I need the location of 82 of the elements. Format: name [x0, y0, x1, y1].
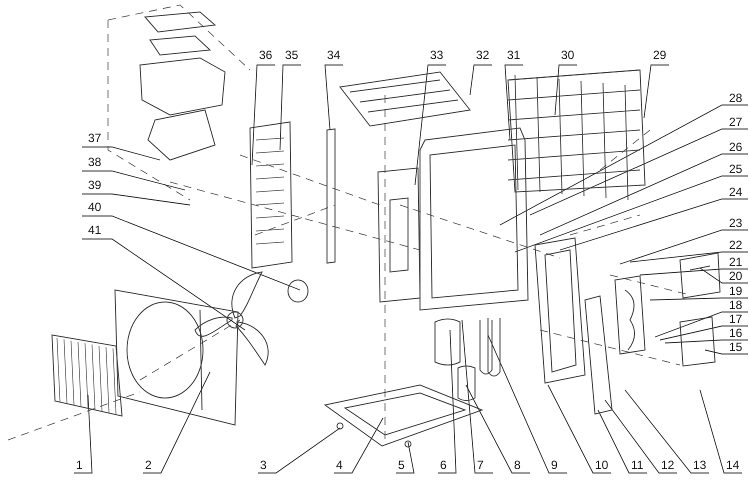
leader-line — [664, 340, 748, 344]
leader-line — [554, 64, 578, 116]
callout-number: 3 — [260, 460, 267, 471]
callout-number: 36 — [259, 50, 272, 61]
leader-line — [700, 390, 742, 474]
callout-number: 24 — [729, 187, 742, 198]
callout-number: 37 — [88, 133, 102, 144]
callout-number: 7 — [477, 460, 484, 471]
leader-line — [504, 64, 524, 140]
leader-line — [82, 194, 190, 206]
leader-line — [82, 216, 300, 290]
callout-number: 26 — [729, 142, 742, 153]
leader-line — [82, 146, 160, 160]
leader-line — [620, 230, 748, 264]
leader-line — [640, 268, 748, 276]
callout-number: 5 — [398, 460, 405, 471]
leader-line — [704, 350, 748, 354]
callout-number: 20 — [729, 271, 742, 282]
leader-line — [540, 154, 748, 236]
callout-number: 32 — [476, 50, 490, 61]
callout-number: 2 — [145, 460, 152, 471]
callout-number: 15 — [729, 342, 742, 353]
leader-line — [466, 384, 530, 474]
leader-line — [514, 176, 748, 252]
leader-line — [488, 334, 568, 474]
callout-number: 35 — [285, 50, 298, 61]
leader-line — [414, 64, 446, 186]
callout-number: 8 — [514, 460, 521, 471]
leader-line — [660, 326, 748, 340]
callout-number: 21 — [729, 257, 742, 268]
callout-number: 17 — [729, 314, 742, 325]
leader-line — [252, 64, 276, 166]
callout-number: 31 — [507, 50, 520, 61]
callout-number: 34 — [327, 50, 340, 61]
leader-line — [644, 64, 670, 118]
callout-number: 25 — [729, 164, 742, 175]
leader-line — [82, 170, 186, 190]
leader-line — [624, 390, 710, 474]
callout-number: 10 — [595, 460, 608, 471]
leader-line — [324, 64, 344, 130]
callout-number: 6 — [440, 460, 447, 471]
leader-line — [470, 64, 492, 96]
callout-number: 1 — [76, 460, 83, 471]
callout-number: 22 — [729, 240, 742, 251]
leader-line — [604, 400, 678, 474]
callout-number: 27 — [729, 117, 742, 128]
leader-line — [334, 418, 384, 474]
callout-number: 11 — [631, 460, 644, 471]
leader-line — [500, 104, 748, 226]
leader-line — [462, 320, 494, 474]
callout-number: 40 — [88, 202, 102, 213]
leader-line — [396, 442, 415, 474]
leader-line — [82, 238, 246, 330]
callout-number: 29 — [653, 50, 666, 61]
leader-line — [530, 128, 748, 216]
callout-number: 19 — [729, 286, 742, 297]
leader-line — [560, 198, 748, 250]
leader-line — [598, 410, 648, 474]
callout-number: 39 — [88, 180, 102, 191]
callout-number: 23 — [729, 218, 742, 229]
callout-number: 12 — [661, 460, 674, 471]
leader-line — [280, 64, 302, 150]
leader-line — [438, 330, 456, 474]
callout-number: 14 — [726, 460, 740, 471]
leader-line — [258, 428, 340, 474]
callout-number: 18 — [729, 300, 742, 311]
leader-line — [142, 372, 210, 474]
callout-number: 33 — [430, 50, 444, 61]
callout-number: 16 — [729, 328, 742, 339]
callout-number: 4 — [336, 460, 343, 471]
leader-line — [654, 312, 748, 338]
leader-line — [700, 268, 748, 284]
callout-number: 30 — [561, 50, 574, 61]
leader-line — [74, 394, 92, 474]
callout-number: 9 — [551, 460, 558, 471]
leader-line — [650, 298, 748, 300]
callout-number: 28 — [729, 93, 742, 104]
callout-number: 41 — [88, 225, 102, 236]
callout-number: 13 — [693, 460, 706, 471]
leader-line — [548, 384, 612, 474]
leader-line — [630, 252, 748, 262]
callout-number: 38 — [88, 157, 102, 168]
